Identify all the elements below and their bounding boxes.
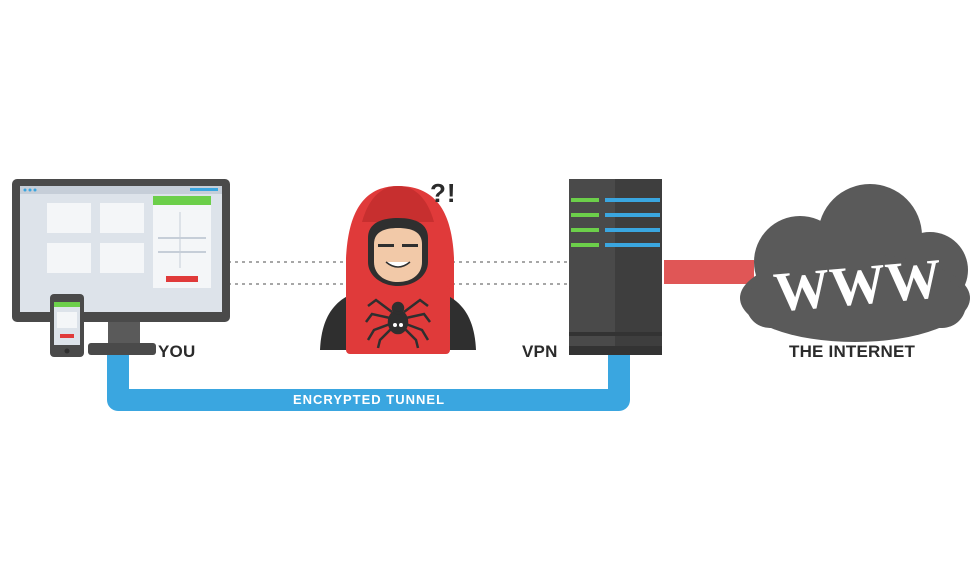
smartphone-icon bbox=[50, 294, 84, 357]
vpn-internet-link bbox=[664, 260, 754, 284]
internet-label: THE INTERNET bbox=[789, 342, 916, 361]
desktop-monitor-icon bbox=[12, 179, 230, 355]
spider-icon bbox=[365, 298, 431, 349]
vpn-label: VPN bbox=[522, 342, 558, 361]
cloud-icon bbox=[740, 184, 970, 342]
encrypted-tunnel-line bbox=[107, 350, 630, 411]
cloud-www-text: WWW bbox=[771, 248, 944, 324]
server-icon bbox=[569, 179, 662, 355]
hacker-exclaim-text: ?! bbox=[430, 178, 457, 208]
encrypted-tunnel-label: ENCRYPTED TUNNEL bbox=[292, 392, 446, 407]
you-label: YOU bbox=[158, 342, 196, 361]
